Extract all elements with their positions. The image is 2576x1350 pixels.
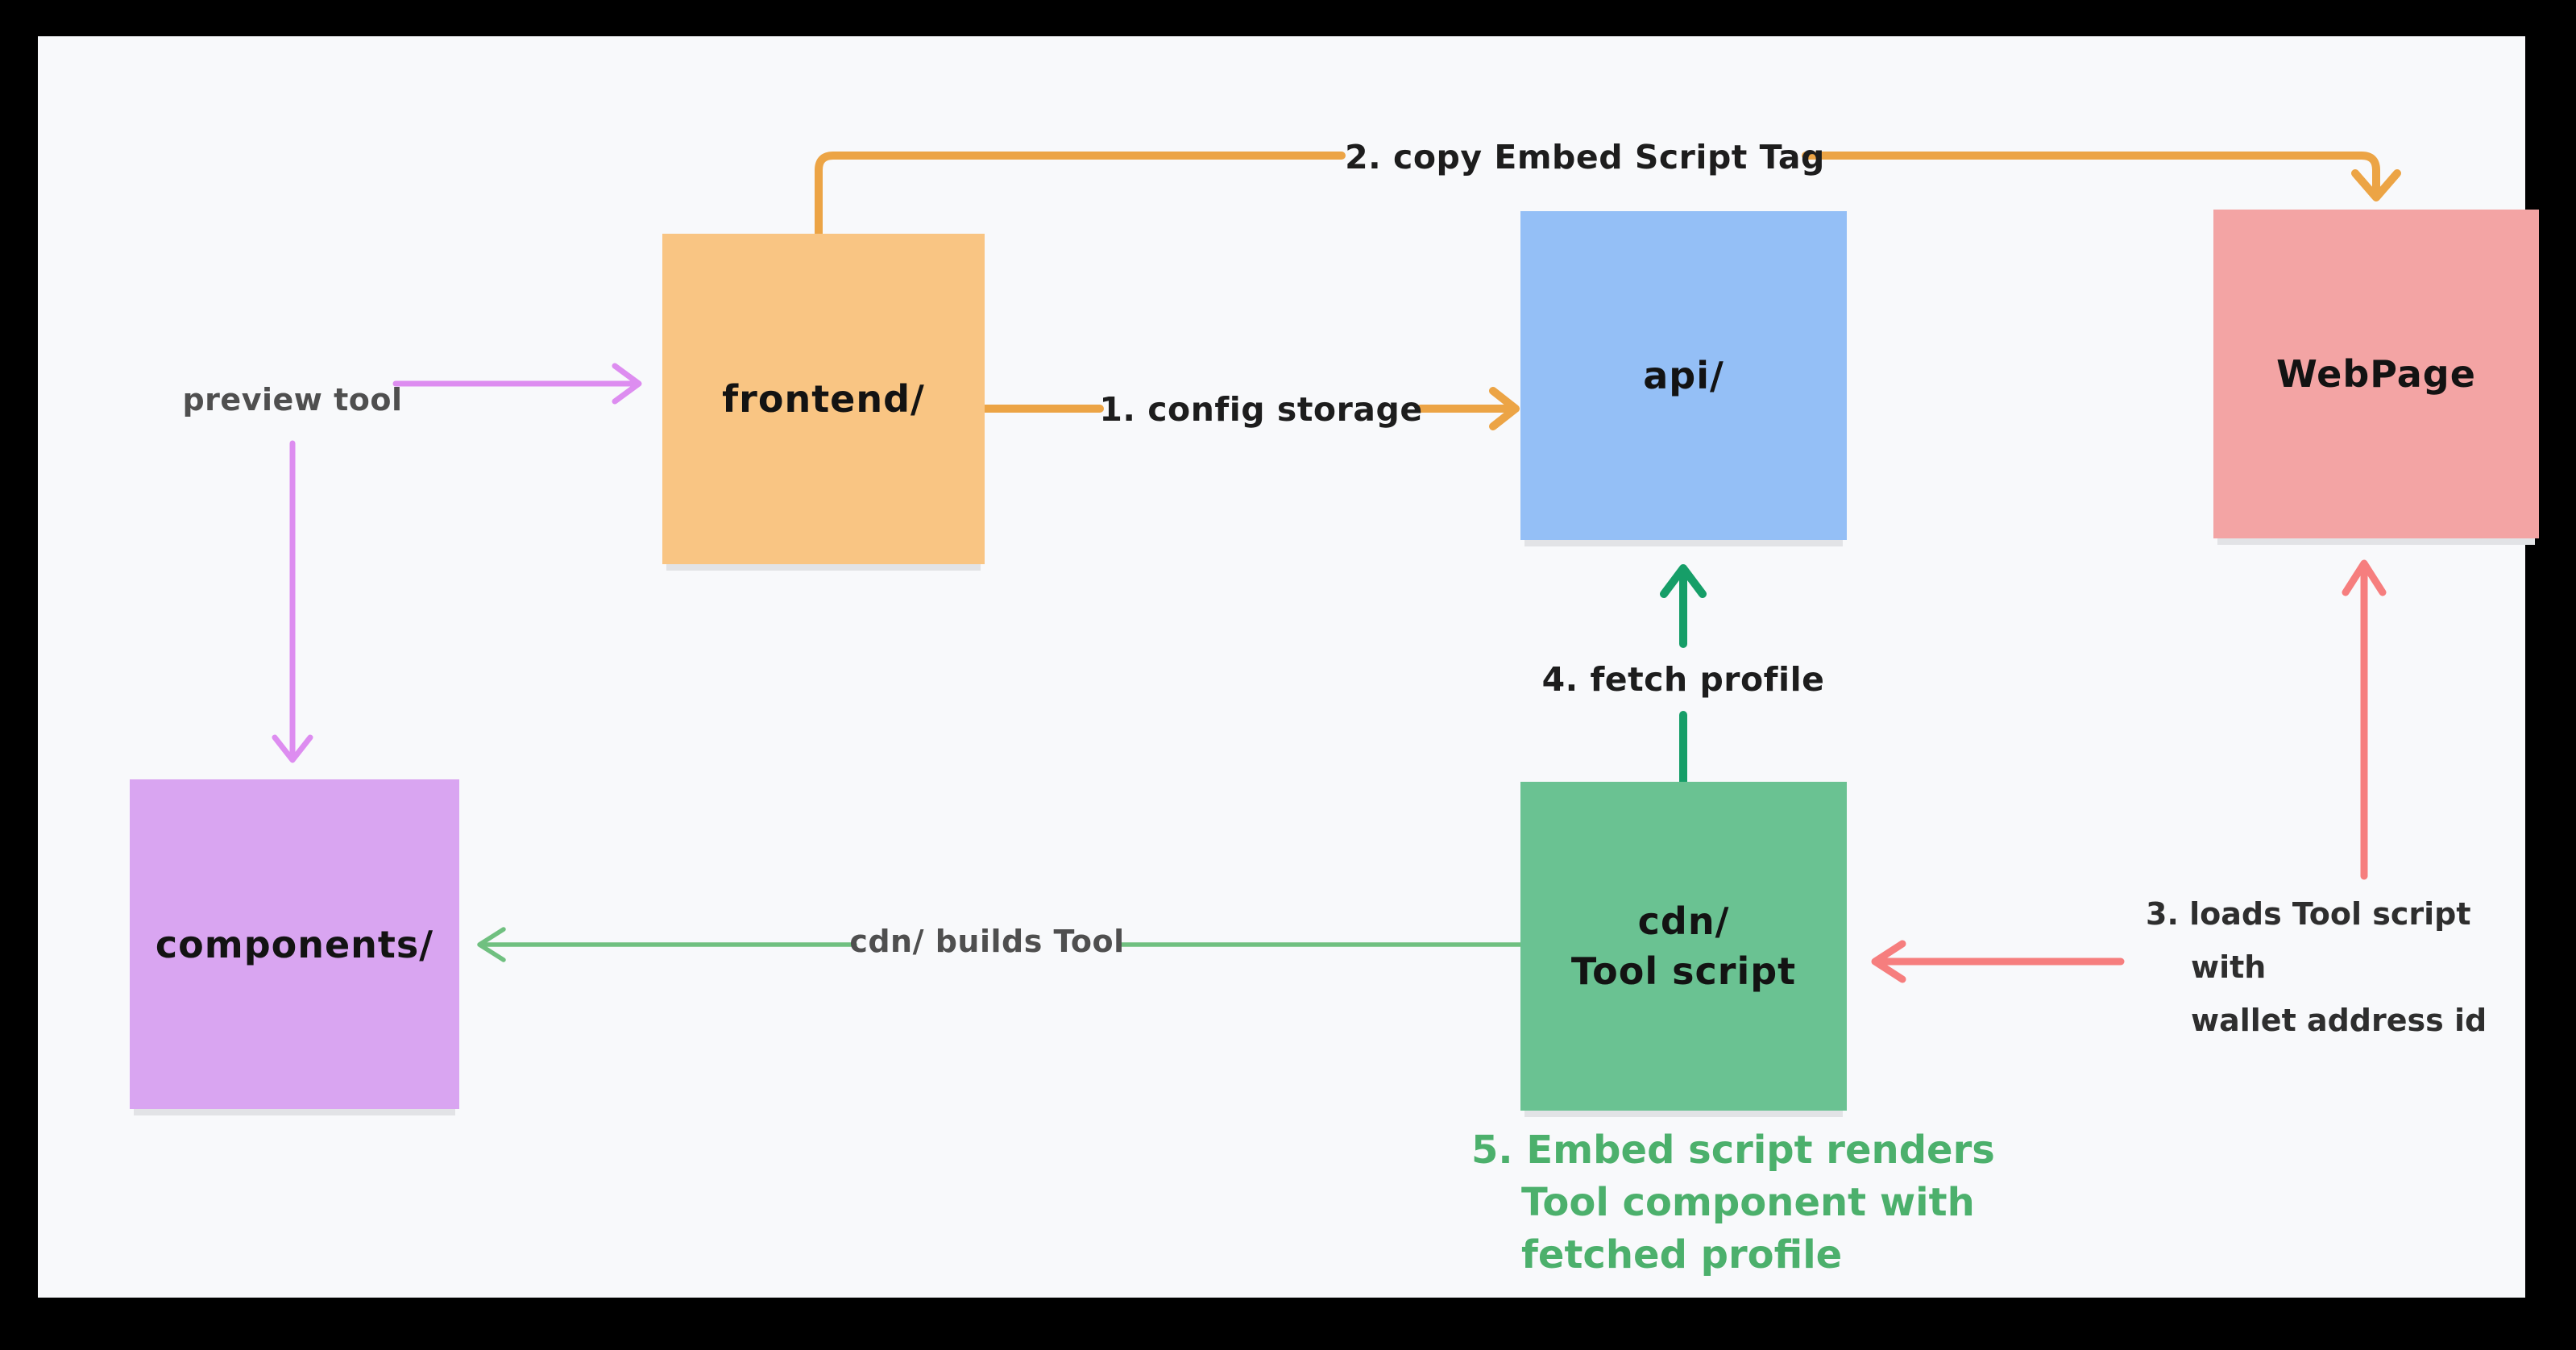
edge-cdn-to-api-arrowhead (1660, 564, 1707, 598)
edge-frontend-to-webpage-line-right (1802, 152, 2380, 197)
label-embed-note: 5. Embed script renders Tool component w… (1471, 1124, 1995, 1281)
label-config-storage: 1. config storage (1099, 390, 1423, 429)
label-embed-note-line1: 5. Embed script renders (1471, 1128, 1995, 1173)
edge-preview-tool-to-components-arrowhead (272, 734, 313, 763)
node-components-label: components/ (155, 922, 434, 966)
label-preview-tool: preview tool (182, 382, 403, 417)
diagram-canvas: frontend/ api/ WebPage components/ cdn/ … (38, 36, 2539, 1298)
label-loads-tool-script-line2: with (2191, 949, 2267, 985)
label-loads-tool-script-line1: 3. loads Tool script (2146, 896, 2471, 932)
edges-layer (272, 152, 2401, 983)
edge-webpage-to-cdn-arrowhead (1871, 940, 1906, 983)
edge-frontend-to-webpage-arrowhead (2351, 169, 2401, 201)
edge-webpage-to-cdn (1871, 940, 2125, 983)
edge-frontend-to-api-arrowhead (1489, 387, 1520, 430)
label-copy-embed-script-tag: 2. copy Embed Script Tag (1345, 138, 1825, 177)
label-embed-note-line3: fetched profile (1521, 1232, 1843, 1277)
edge-loads-to-webpage (2342, 559, 2387, 880)
node-frontend-label: frontend/ (722, 377, 925, 421)
node-cdn-label-line2: Tool script (1570, 949, 1797, 993)
edge-preview-tool-to-components (272, 440, 313, 763)
node-webpage-label: WebPage (2276, 352, 2476, 396)
label-loads-tool-script-line3: wallet address id (2191, 1003, 2487, 1038)
node-webpage: WebPage (2213, 210, 2539, 538)
edge-preview-tool-to-frontend (392, 363, 642, 405)
edge-loads-to-webpage-arrowhead (2342, 559, 2387, 596)
node-frontend: frontend/ (662, 234, 985, 564)
label-embed-note-line2: Tool component with (1521, 1180, 1975, 1225)
label-loads-tool-script: 3. loads Tool script with wallet address… (2146, 887, 2487, 1047)
node-cdn: cdn/ Tool script (1520, 782, 1847, 1111)
node-api-label: api/ (1643, 354, 1724, 397)
edge-cdn-to-components-arrowhead (477, 927, 506, 962)
edge-preview-tool-to-frontend-arrowhead (612, 363, 642, 405)
label-fetch-profile: 4. fetch profile (1541, 660, 1825, 699)
edge-frontend-to-webpage-line-left (815, 152, 1346, 239)
node-cdn-label-line1: cdn/ (1637, 899, 1730, 943)
node-api: api/ (1520, 211, 1847, 540)
node-components: components/ (130, 779, 459, 1109)
label-cdn-builds-tool: cdn/ builds Tool (849, 924, 1125, 959)
